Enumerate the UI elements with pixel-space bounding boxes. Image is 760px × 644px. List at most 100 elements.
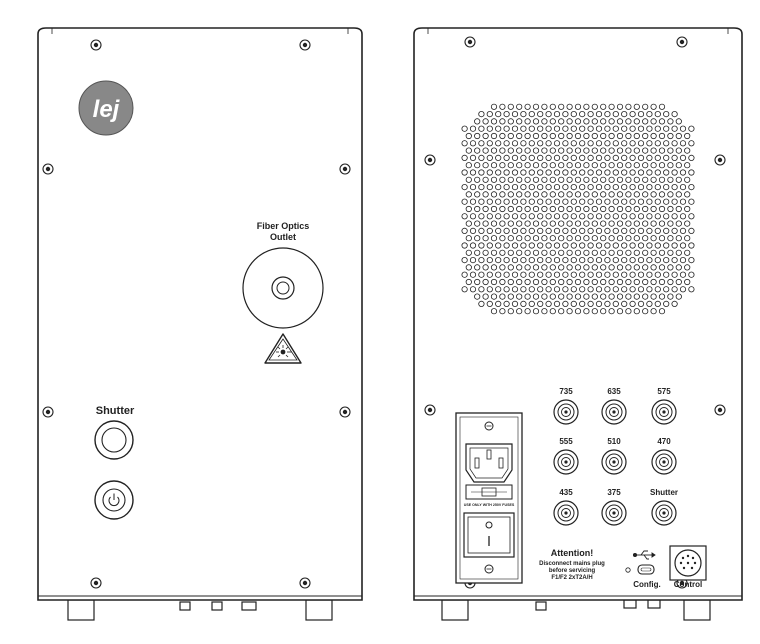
vent-hole: [612, 125, 619, 132]
vent-hole: [650, 205, 657, 213]
vent-hole: [520, 184, 527, 191]
vent-hole: [524, 176, 531, 183]
vent-hole: [642, 147, 649, 154]
vent-hole: [600, 176, 607, 183]
vent-hole: [524, 220, 531, 227]
vent-hole: [667, 162, 674, 169]
vent-hole: [663, 140, 670, 147]
vent-hole: [562, 227, 569, 234]
config-label: Config.: [633, 580, 661, 589]
vent-hole: [587, 213, 594, 220]
vent-hole: [591, 235, 598, 242]
bnc-connector[interactable]: 435: [553, 488, 579, 526]
vent-hole: [469, 213, 477, 220]
bnc-connector[interactable]: 575: [651, 387, 677, 425]
vent-hole: [503, 184, 510, 191]
vent-hole: [574, 162, 582, 169]
vent-hole: [461, 184, 468, 191]
vent-hole: [553, 256, 561, 264]
vent-hole: [629, 256, 636, 264]
mains-switch[interactable]: [463, 512, 515, 558]
mains-inlet[interactable]: [465, 443, 513, 483]
vent-hole: [478, 227, 485, 234]
vent-hole: [524, 264, 531, 271]
vent-hole: [549, 235, 556, 242]
bnc-connector[interactable]: 635: [601, 387, 627, 425]
vent-hole: [600, 132, 607, 140]
vent-hole: [558, 278, 565, 286]
vent-hole: [637, 300, 645, 307]
vent-hole: [558, 308, 565, 315]
control-connector[interactable]: [669, 545, 707, 581]
vent-hole: [621, 227, 628, 234]
vent-hole: [566, 278, 573, 286]
vent-hole: [595, 271, 603, 278]
vent-hole: [474, 205, 481, 213]
vent-hole: [490, 132, 498, 140]
vent-hole: [516, 205, 523, 213]
vent-hole: [461, 198, 468, 205]
bnc-connector[interactable]: 375: [601, 488, 627, 526]
bnc-connector[interactable]: 735: [553, 387, 579, 425]
vent-hole: [553, 169, 561, 176]
vent-hole: [503, 140, 510, 147]
vent-hole: [591, 162, 598, 169]
vent-hole: [495, 256, 502, 264]
vent-hole: [486, 256, 493, 264]
vent-hole: [528, 154, 535, 161]
bnc-connector[interactable]: 470: [651, 437, 677, 475]
vent-hole: [604, 111, 611, 118]
vent-hole: [583, 191, 590, 198]
vent-hole: [671, 154, 678, 161]
vent-hole: [574, 103, 582, 110]
vent-hole: [541, 220, 548, 227]
vent-hole: [658, 249, 666, 256]
vent-hole: [675, 176, 682, 183]
vent-hole: [511, 271, 519, 278]
bnc-connector[interactable]: 510: [601, 437, 627, 475]
vent-hole: [482, 293, 489, 300]
vent-hole: [587, 125, 594, 132]
bnc-connector[interactable]: 555: [553, 437, 579, 475]
vent-hole: [465, 264, 472, 271]
vent-hole: [541, 235, 548, 242]
vent-hole: [516, 147, 523, 154]
vent-hole: [579, 111, 586, 118]
vent-hole: [600, 249, 607, 256]
vent-hole: [574, 249, 582, 256]
vent-hole: [474, 235, 481, 242]
vent-hole: [612, 271, 619, 278]
vent-hole: [545, 140, 552, 147]
vent-hole: [595, 169, 603, 176]
vent-hole: [650, 278, 657, 286]
screw: [299, 39, 311, 51]
vent-hole: [478, 125, 485, 132]
power-icon: [108, 493, 120, 506]
front-screws: [42, 39, 351, 589]
fuse-holder[interactable]: [465, 484, 513, 500]
vent-hole: [583, 205, 590, 213]
vent-hole: [616, 249, 624, 256]
front-feet: [67, 599, 333, 621]
vent-hole: [545, 227, 552, 234]
fiber-optics-outlet[interactable]: [242, 247, 324, 329]
vent-hole: [558, 132, 565, 140]
vent-hole: [562, 111, 569, 118]
vent-hole: [474, 147, 481, 154]
vent-hole: [520, 154, 527, 161]
vent-hole: [667, 147, 674, 154]
bnc-connector[interactable]: Shutter: [650, 488, 678, 526]
vent-hole: [545, 111, 552, 118]
vent-hole: [616, 264, 624, 271]
usb-c-config-port[interactable]: [637, 564, 655, 575]
vent-hole: [532, 162, 540, 169]
vent-hole: [654, 227, 661, 234]
vent-hole: [524, 103, 531, 110]
vent-hole: [499, 205, 506, 213]
power-button[interactable]: [94, 480, 134, 520]
vent-hole: [520, 242, 527, 249]
vent-hole: [562, 169, 569, 176]
vent-hole: [625, 264, 632, 271]
shutter-button[interactable]: [94, 420, 134, 460]
vent-hole: [642, 103, 649, 110]
